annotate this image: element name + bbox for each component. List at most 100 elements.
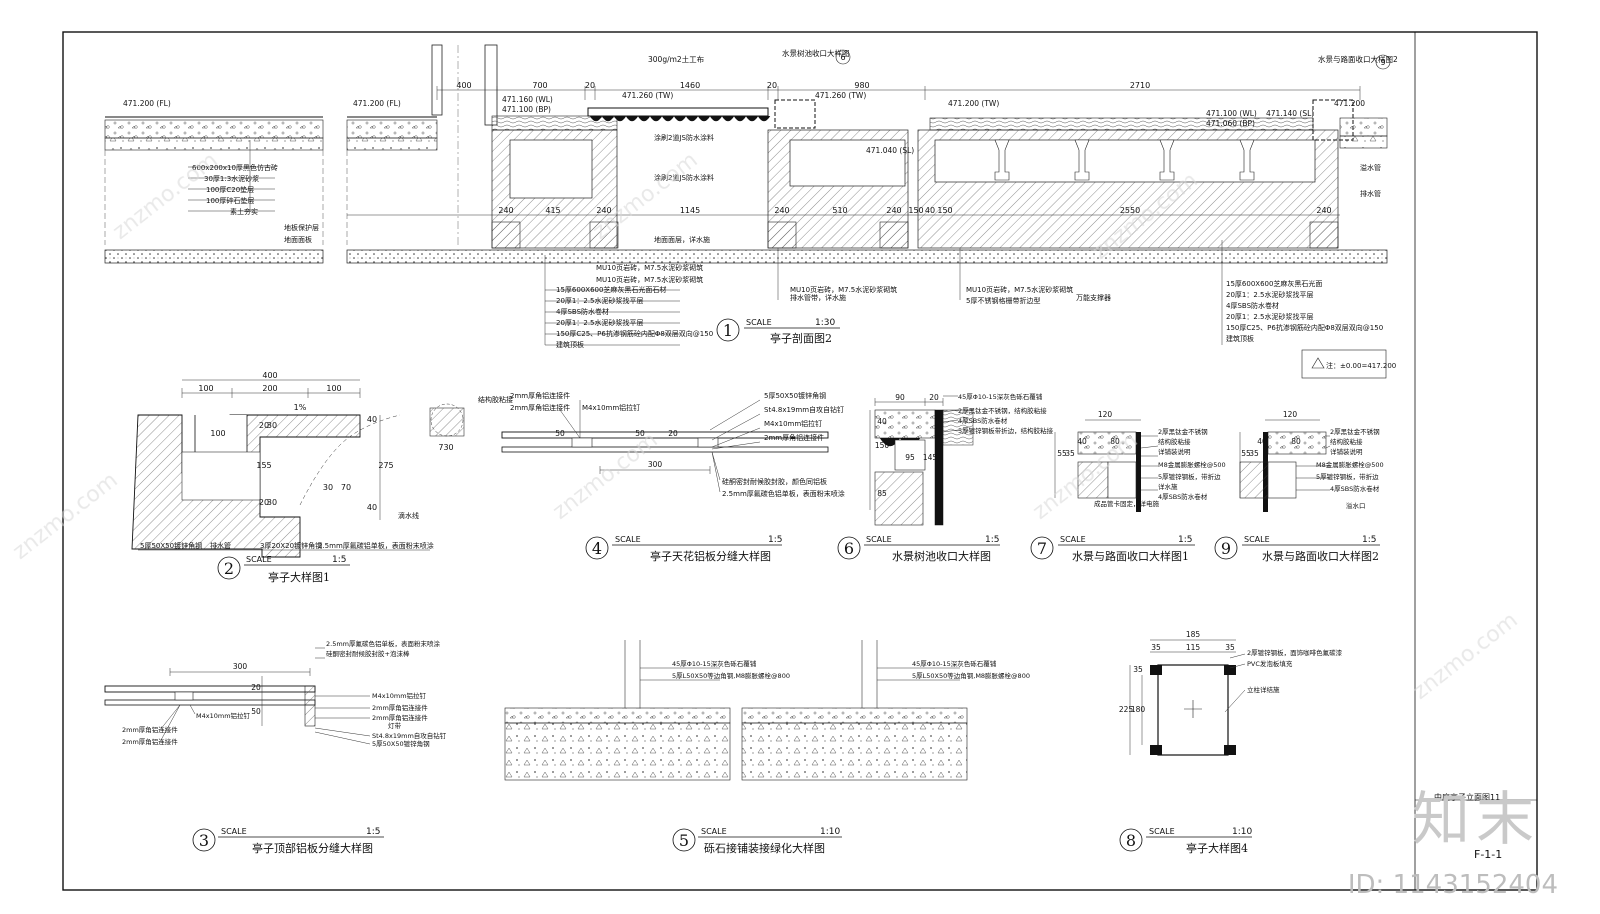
d1-left-layer: 素土夯实 — [230, 207, 258, 216]
d2-dim: 100 — [198, 384, 213, 393]
d2-scale: 1:5 — [332, 555, 346, 565]
d5-note: 45厚Φ10-15深灰色砾石覆铺 — [912, 659, 997, 668]
d8-note: 立柱详结施 — [1247, 685, 1280, 694]
d1-elevation: 471.200 (TW) — [948, 99, 999, 108]
d3-note: 2.5mm厚氟碳色铝单板，表面粉末喷涂 — [326, 639, 441, 648]
d2-dim: 40 — [367, 503, 377, 512]
d1-bottom-layer-left: 15厚600X600芝麻灰黑石光面石材 — [556, 285, 666, 294]
d4-note: 2.5mm厚氟碳色铝单板，表面粉末喷涂 — [722, 489, 845, 498]
d7-note: 详铺装说明 — [1158, 447, 1191, 456]
d4-note: 5厚50X50镀锌角钢 — [764, 391, 826, 400]
d1-elevation: 471.200 — [1334, 99, 1365, 108]
d1-top-note: 水景树池收口大样图 — [782, 48, 850, 58]
d3-scale: 1:5 — [366, 827, 380, 837]
d6-note: 5厚镀锌钢板带折边，结构胶粘接 — [958, 426, 1054, 435]
d1-elevation: 471.160 (WL) — [502, 95, 553, 104]
detail-3: 300 20 50 2.5mm厚氟碳色铝单板，表面粉末喷涂 硅酮密封耐候胶封胶+… — [104, 639, 447, 855]
d6-dim: 150 — [875, 441, 890, 450]
d9-dim: 120 — [1283, 410, 1298, 419]
d1-left-layer: 30厚1:3水泥砂浆 — [204, 174, 259, 183]
d7-note: M8金属膨胀螺栓@500 — [1158, 460, 1226, 469]
d2-note: 3厚20X20镀锌角钢 — [260, 541, 322, 550]
d7-dim: 55 — [1057, 449, 1067, 458]
d4-dim: 300 — [648, 460, 663, 469]
d7-title: 水景与路面收口大样图1 — [1072, 549, 1189, 563]
d4-note: M4x10mm铝拉钉 — [582, 403, 640, 412]
d2-dim: 30 — [267, 498, 277, 507]
d1-center-note: MU10页岩砖，M7.5水泥砂浆砌筑 — [596, 263, 703, 272]
d1-bottom-layer-right: 15厚600X600芝麻灰黑石光面 — [1226, 279, 1322, 288]
d2-number: 2 — [224, 559, 234, 578]
d4-note: M4x10mm铝拉钉 — [764, 419, 822, 428]
d6-note: 2厚黑钛金不锈钢，结构胶粘接 — [958, 406, 1047, 415]
detail-7: 120 40 80 55 35 2厚黑钛金不锈钢 结构胶粘接 详铺装说明 M8金… — [1030, 410, 1226, 563]
d1-bottom-layer-left: MU10页岩砖，M7.5水泥砂浆砌筑 — [596, 275, 703, 284]
d3-note: 2mm厚角铝连接件 — [372, 713, 428, 722]
d4-dim: 50 — [635, 429, 645, 438]
d1-bottom-layer-right: 4厚SBS防水卷材 — [1226, 301, 1279, 310]
d2-note: 结构胶粘接 — [478, 395, 513, 404]
d1-elevation: 471.100 (BP) — [502, 105, 551, 114]
d3-note: 2mm厚角铝连接件 — [372, 703, 428, 712]
d1-bottom-layer-left: 20厚1：2.5水泥砂浆找平层 — [556, 296, 644, 305]
d9-note: M8金属膨胀螺栓@500 — [1316, 460, 1384, 469]
d6-dim: 145 — [923, 453, 938, 462]
d1-elevation: 471.260 (TW) — [815, 91, 866, 100]
d1-elevation: 471.060 (BP) — [1206, 119, 1255, 128]
watermark-id: ID: 1143152404 — [1347, 870, 1558, 900]
watermark-tile: znzmo.com — [1408, 608, 1522, 705]
d7-scale: 1:5 — [1178, 535, 1192, 545]
d4-note: 2mm厚角铝连接件 — [510, 391, 570, 400]
d8-note: 2厚镀锌钢板，面饰咖啡色氟碳漆 — [1247, 648, 1343, 657]
d2-dim: 200 — [262, 384, 277, 393]
watermark-tile: znzmo.com — [548, 428, 662, 525]
detail-8: 185 35 115 35 225 180 35 2厚镀锌钢板，面饰咖啡色氟碳漆… — [1119, 630, 1343, 855]
d6-number: 6 — [844, 539, 854, 558]
d1-bottom-layer-right: 建筑顶板 — [1226, 334, 1254, 343]
d6-scale: 1:5 — [985, 535, 999, 545]
d4-scale: 1:5 — [768, 535, 782, 545]
d8-dim: 35 — [1225, 643, 1235, 652]
d9-note: 2厚黑钛金不锈钢 — [1330, 427, 1380, 436]
d5-note: 45厚Φ10-15深灰色砾石覆铺 — [672, 659, 757, 668]
d9-scale: 1:5 — [1362, 535, 1376, 545]
d1-bottom-dim: 240 — [774, 206, 789, 215]
d1-bottom-layer-left: 20厚1：2.5水泥砂浆找平层 — [556, 318, 644, 327]
d9-dim: 40 — [1257, 437, 1267, 446]
d1-top-dim: 2710 — [1130, 81, 1150, 90]
d7-note: 2厚黑钛金不锈钢 — [1158, 427, 1208, 436]
d8-dim: 225 — [1119, 705, 1134, 714]
d1-elevation: 471.260 (TW) — [622, 91, 673, 100]
d7-note: 结构胶粘接 — [1158, 437, 1191, 446]
d7-note: 5厚镀锌钢板，带折边 — [1158, 472, 1221, 481]
d4-note: 2mm厚角铝连接件 — [764, 433, 824, 442]
d9-number: 9 — [1221, 539, 1231, 558]
d2-note: 排水管 — [210, 541, 231, 550]
d6-note: 4厚SBS防水卷材 — [958, 416, 1008, 425]
d3-note: 硅酮密封耐候胶封胶+泡沫棒 — [326, 649, 410, 658]
d1-bottom-layer-right: 150厚C25、P6抗渗钢筋砼内配Φ8双层双向@150 — [1226, 323, 1383, 332]
d1-top-note: 300g/m2土工布 — [648, 54, 705, 64]
d8-dim: 185 — [1186, 630, 1201, 639]
d1-bottom-dim: 240 — [886, 206, 901, 215]
d7-note: 成品管卡固定，详电施 — [1094, 499, 1160, 508]
d1-bottom-layer-left: 建筑顶板 — [556, 340, 584, 349]
d4-note: 硅酮密封耐候胶封胶，颜色同铝板 — [722, 477, 827, 486]
detail-9: 120 40 80 55 35 2厚黑钛金不锈钢 结构胶粘接 详铺装说明 M8金… — [1214, 410, 1384, 563]
d9-dim: 55 — [1241, 449, 1251, 458]
d1-center-note: 地面面层，详水施 — [654, 235, 710, 244]
d8-dim: 35 — [1151, 643, 1161, 652]
d2-title: 亭子大样图1 — [268, 570, 330, 584]
d6-dim: 85 — [877, 489, 887, 498]
d1-top-dim: 700 — [532, 81, 547, 90]
d1-right-side-note: 溢水管 — [1360, 163, 1381, 172]
d1-scale-label: SCALE — [746, 318, 772, 327]
d4-number: 4 — [592, 539, 602, 558]
detail-4: 50 50 20 300 2mm厚角铝连接件 2mm厚角铝连接件 M4x10mm… — [501, 391, 845, 563]
d8-dim: 115 — [1186, 643, 1201, 652]
d4-title: 亭子天花铝板分缝大样图 — [650, 549, 771, 563]
d1-top-dim: 400 — [456, 81, 471, 90]
d1-bottom-note-mid: 5厚不锈钢格栅带折边型 — [966, 296, 1040, 305]
d3-title: 亭子顶部铝板分缝大样图 — [252, 841, 373, 855]
d3-number: 3 — [199, 831, 209, 850]
